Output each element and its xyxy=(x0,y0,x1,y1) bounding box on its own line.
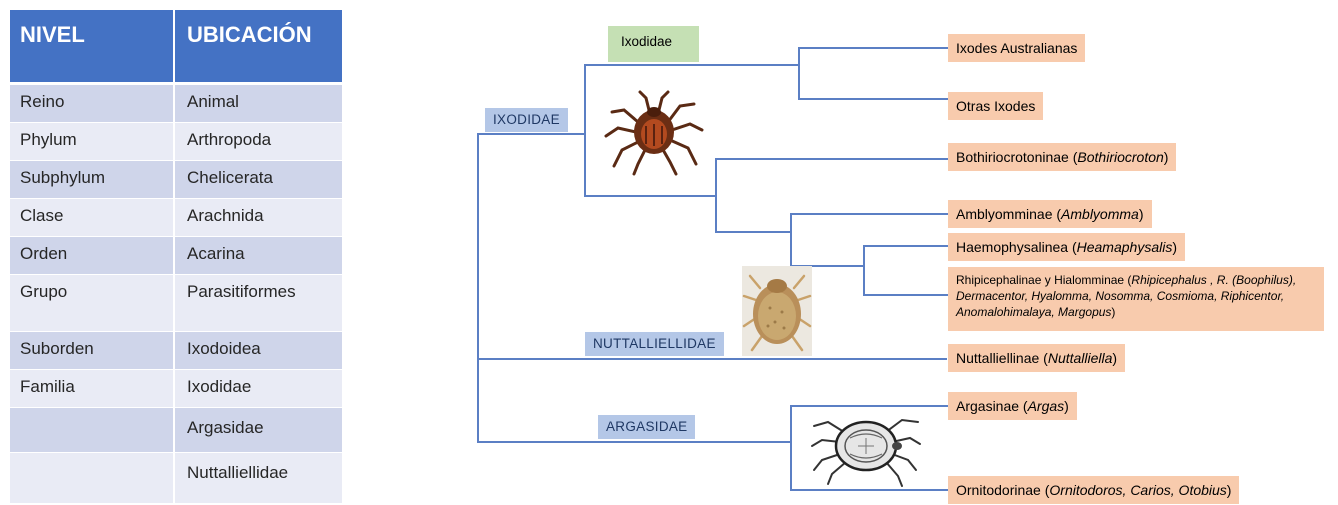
leaf-genus: Heamaphysalis xyxy=(1077,239,1173,255)
leaf-genus: Ornitodoros, Carios, Otobius xyxy=(1049,482,1226,498)
branch-line xyxy=(584,195,715,197)
branch-line xyxy=(790,405,792,489)
soft-tick-illustration xyxy=(808,404,924,488)
branch-line xyxy=(477,358,947,360)
leaf-genus: Bothiriocroton xyxy=(1077,149,1163,165)
leaf-bothriocrotoninae: Bothiriocrotoninae (Bothiriocroton) xyxy=(948,143,1176,171)
branch-line xyxy=(790,213,792,265)
leaf-label: Ixodes Australianas xyxy=(956,40,1077,56)
branch-line xyxy=(798,47,948,49)
branch-line xyxy=(584,64,586,195)
branch-line xyxy=(863,245,865,295)
leaf-haemophysalinea: Haemophysalinea (Heamaphysalis) xyxy=(948,233,1185,261)
family-label-nuttalliellidae: NUTTALLIELLIDAE xyxy=(585,332,724,356)
leaf-label: Bothiriocrotoninae ( xyxy=(956,149,1077,165)
leaf-close: ) xyxy=(1112,350,1117,366)
leaf-label: Ornitodorinae ( xyxy=(956,482,1049,498)
branch-line xyxy=(477,133,585,135)
branch-line xyxy=(584,64,798,66)
leaf-label: Haemophysalinea ( xyxy=(956,239,1077,255)
branch-line xyxy=(790,489,948,491)
leaf-label: Argasinae ( xyxy=(956,398,1028,414)
leaf-close: ) xyxy=(1064,398,1069,414)
branch-line xyxy=(863,294,948,296)
ixodidae-badge: Ixodidae xyxy=(608,26,699,62)
leaf-close: ) xyxy=(1111,305,1115,319)
branch-line xyxy=(477,133,479,441)
leaf-close: ) xyxy=(1139,206,1144,222)
leaf-genus: Argas xyxy=(1028,398,1065,414)
branch-line xyxy=(798,47,800,98)
leaf-close: ) xyxy=(1164,149,1169,165)
family-label-argasidae: ARGASIDAE xyxy=(598,415,695,439)
branch-line xyxy=(715,158,717,231)
leaf-genus: Amblyomma xyxy=(1061,206,1139,222)
branch-line xyxy=(863,245,948,247)
branch-line xyxy=(790,213,948,215)
leaf-ixodes-australianas: Ixodes Australianas xyxy=(948,34,1085,62)
leaf-genus: Nuttalliella xyxy=(1048,350,1113,366)
branch-line xyxy=(715,231,790,233)
leaf-close: ) xyxy=(1227,482,1232,498)
nuttalliella-photo xyxy=(742,266,812,356)
leaf-rhipicephalinae: Rhipicephalinae y Hialomminae (Rhipiceph… xyxy=(948,267,1324,331)
leaf-label: Amblyomminae ( xyxy=(956,206,1061,222)
leaf-label: Rhipicephalinae y Hialomminae ( xyxy=(956,273,1131,287)
leaf-otras-ixodes: Otras Ixodes xyxy=(948,92,1043,120)
leaf-ornitodorinae: Ornitodorinae (Ornitodoros, Carios, Otob… xyxy=(948,476,1239,504)
branch-line xyxy=(715,158,948,160)
leaf-label: Otras Ixodes xyxy=(956,98,1035,114)
family-label-ixodidae: IXODIDAE xyxy=(485,108,568,132)
leaf-argasinae: Argasinae (Argas) xyxy=(948,392,1077,420)
leaf-nuttalliellinae: Nuttalliellinae (Nuttalliella) xyxy=(948,344,1125,372)
branch-line xyxy=(477,441,790,443)
leaf-label: Nuttalliellinae ( xyxy=(956,350,1048,366)
leaf-close: ) xyxy=(1172,239,1177,255)
branch-line xyxy=(798,98,948,100)
hard-tick-illustration xyxy=(600,84,708,176)
leaf-amblyomminae: Amblyomminae (Amblyomma) xyxy=(948,200,1152,228)
